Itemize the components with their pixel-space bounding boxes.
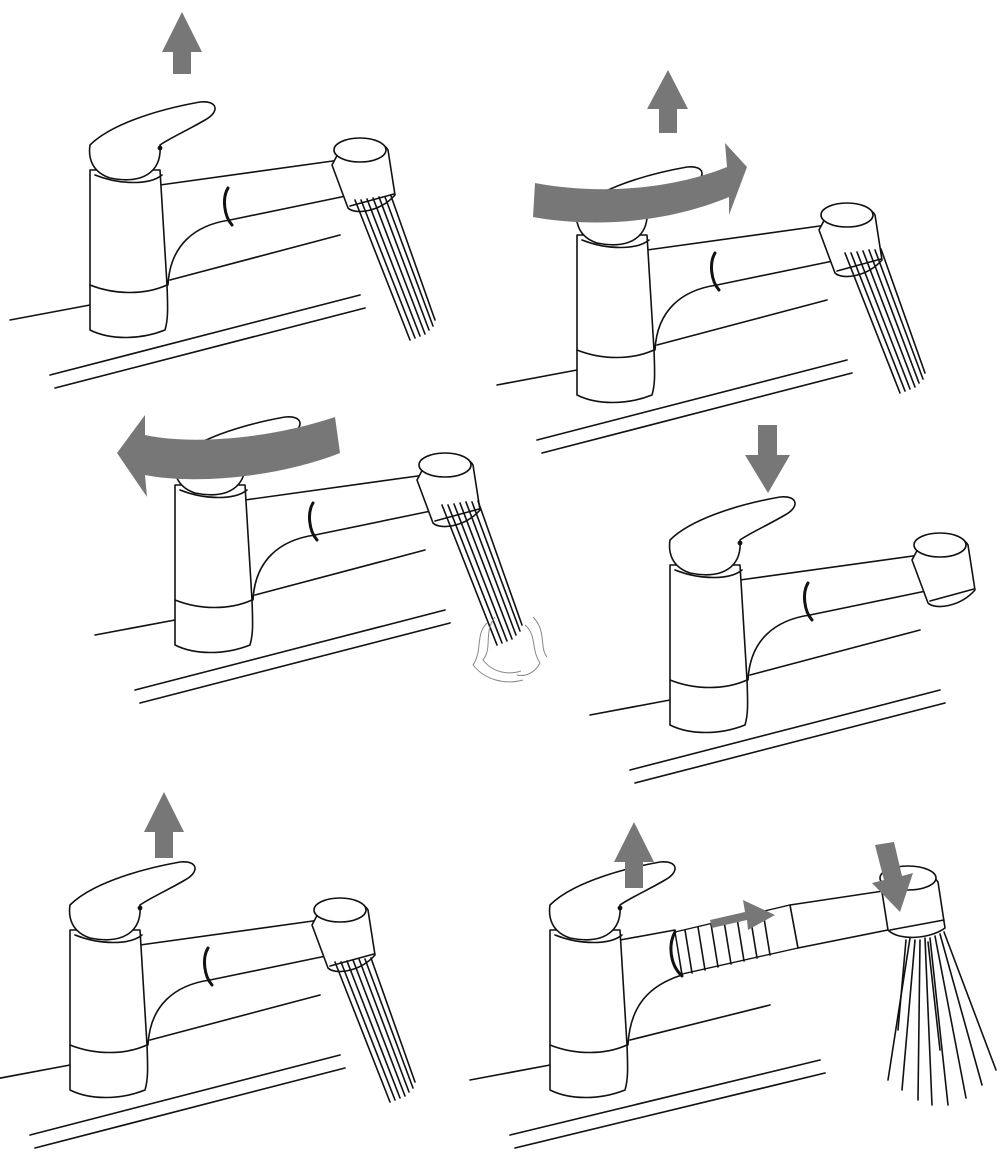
- faucet-icon: [10, 102, 395, 388]
- faucet-icon: [0, 862, 375, 1148]
- arrow-up-icon: [144, 792, 184, 858]
- faucet-icon: [590, 497, 975, 783]
- arrow-down-icon: [745, 425, 790, 493]
- step-4: [590, 425, 975, 783]
- step-5: [0, 792, 415, 1148]
- water-stream-icon: [335, 958, 415, 1102]
- step-2: [497, 70, 925, 453]
- step-3: [95, 415, 547, 703]
- step-6: [470, 822, 996, 1148]
- spray-icon: [888, 932, 996, 1105]
- water-stream-icon: [355, 196, 435, 340]
- arrow-up-icon: [162, 12, 202, 74]
- step-1: [10, 12, 435, 388]
- steam-icon: [473, 617, 547, 682]
- arrow-up-icon: [647, 70, 688, 133]
